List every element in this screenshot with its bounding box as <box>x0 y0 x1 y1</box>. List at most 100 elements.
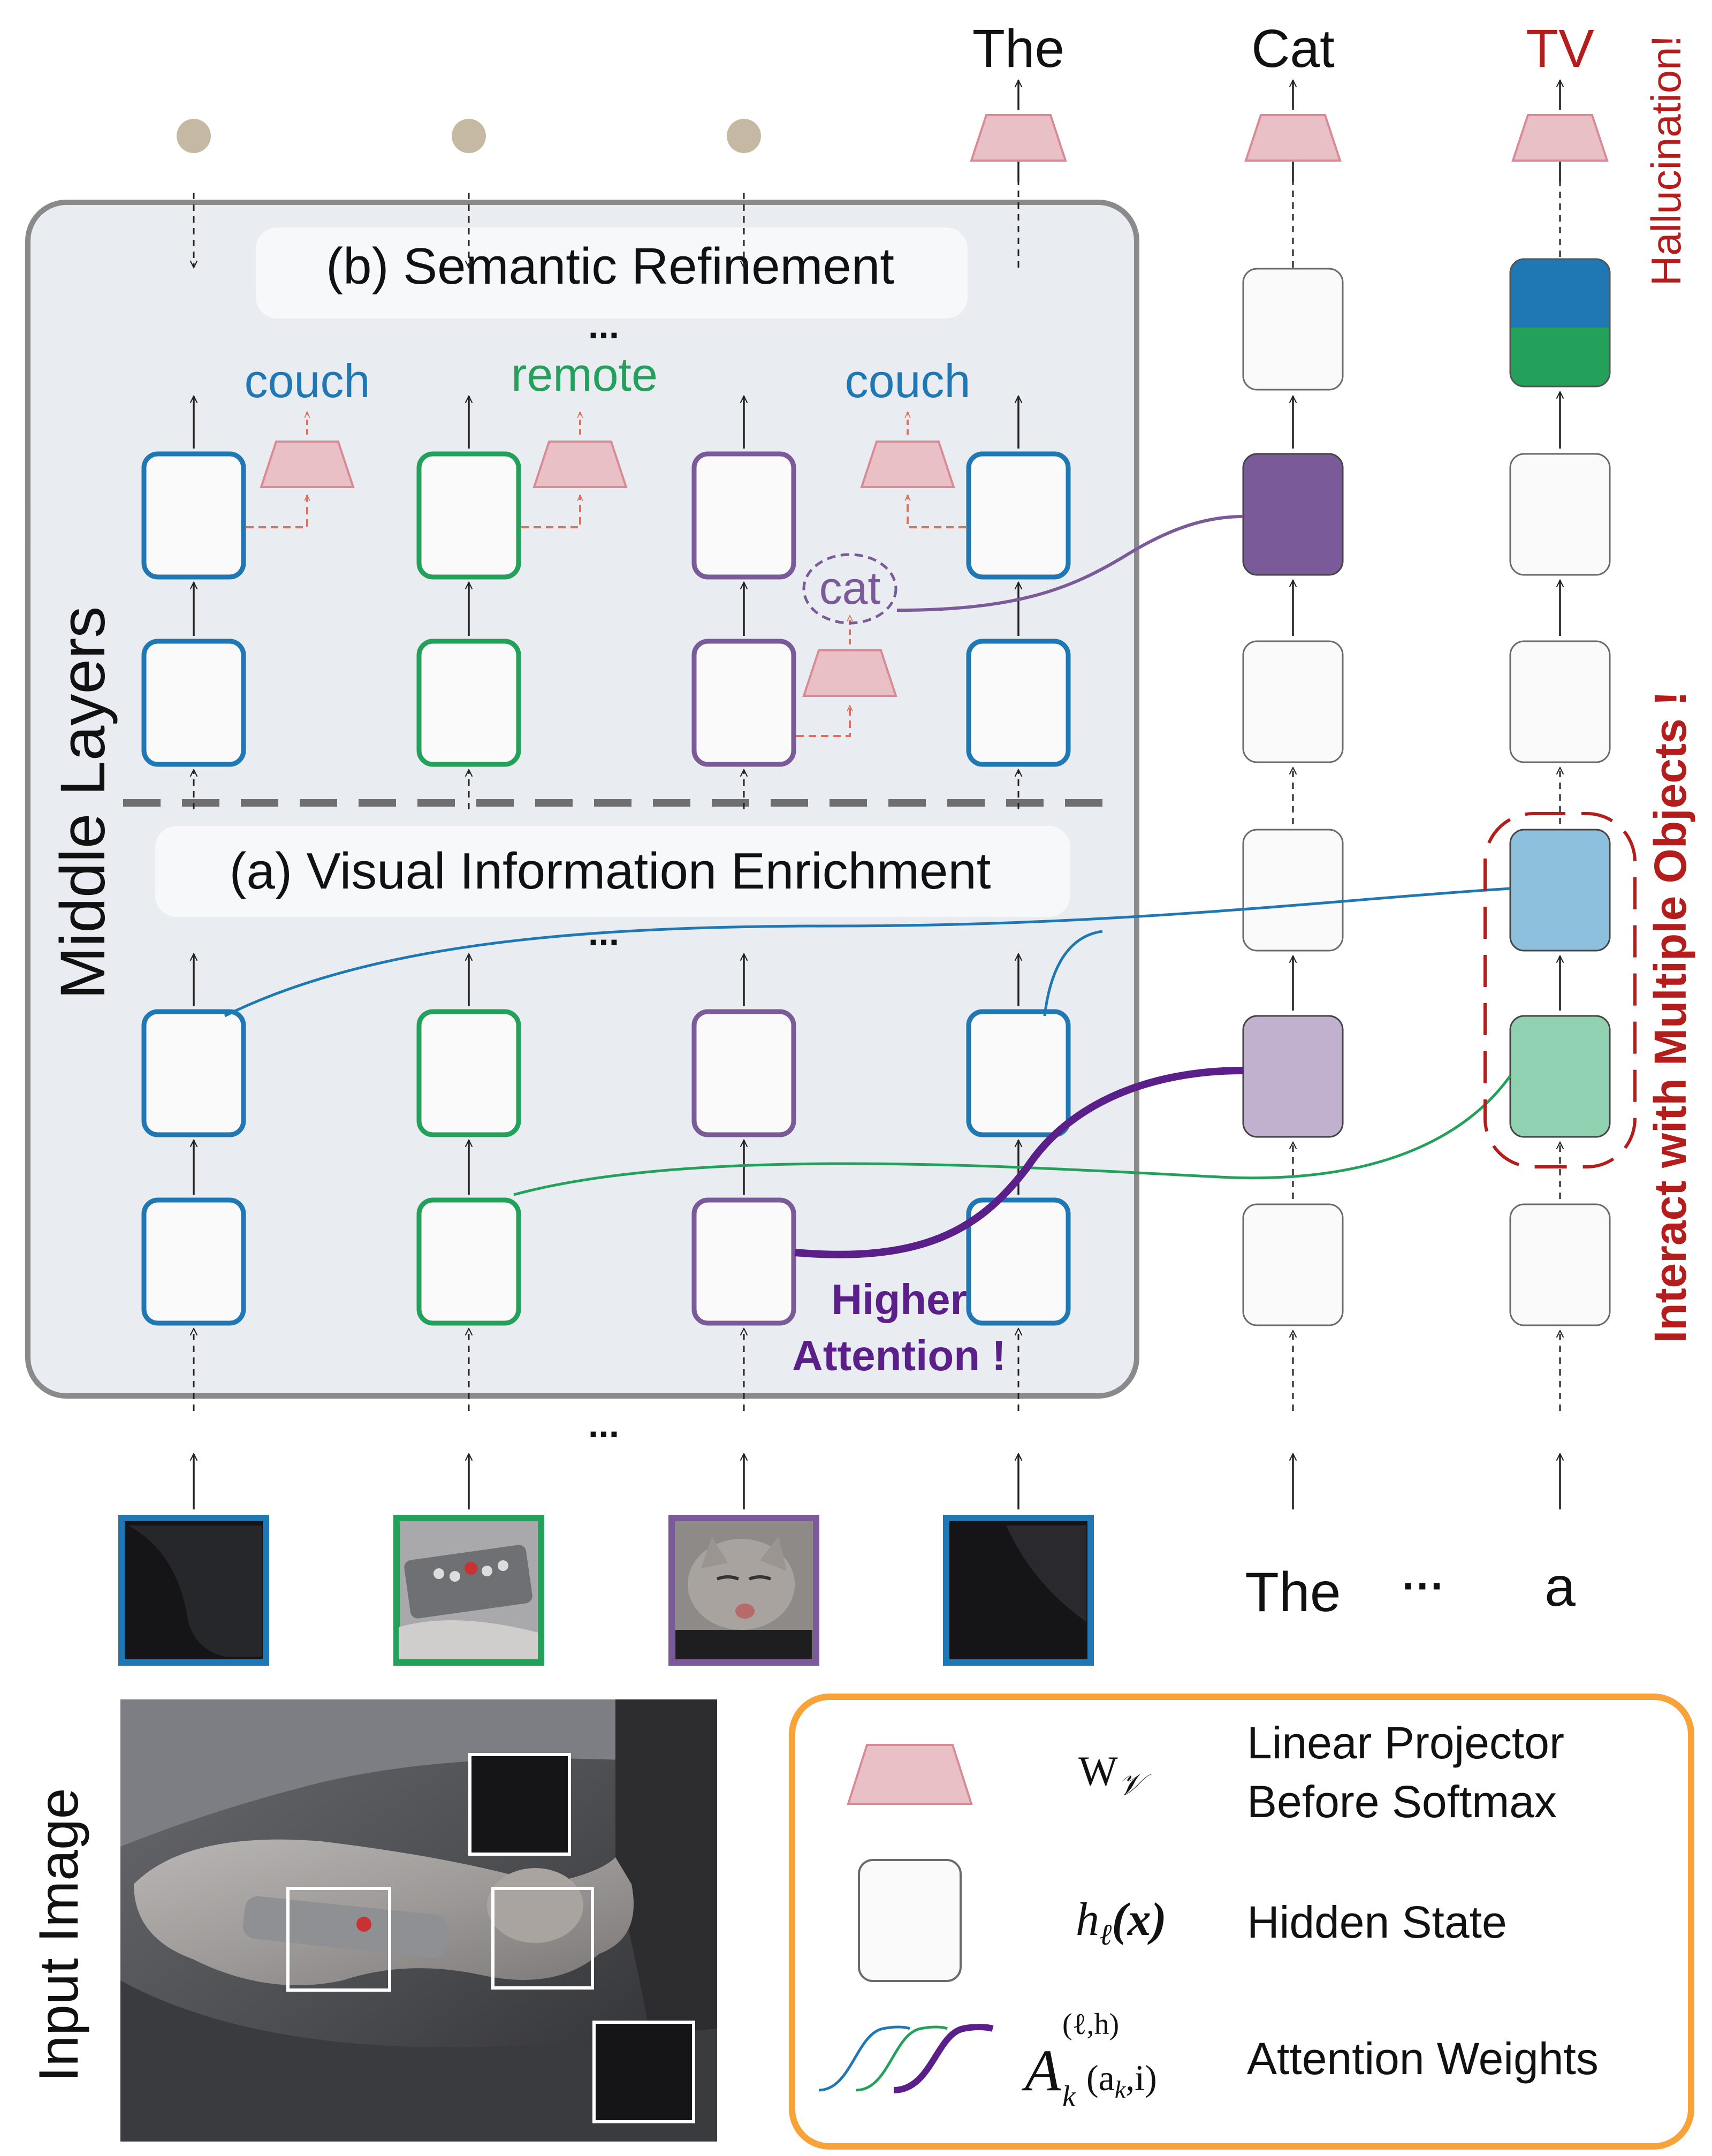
semantic-refinement-bubble <box>256 227 968 318</box>
hidden-state-box <box>416 1197 521 1326</box>
projector-trapezoid <box>1511 114 1609 162</box>
output-word-tv: TV <box>1526 19 1594 79</box>
hidden-state-box <box>966 451 1071 580</box>
hidden-state-box <box>416 1009 521 1137</box>
projector-trapezoid <box>860 441 955 488</box>
legend-attention-sub: k <box>1062 2080 1076 2113</box>
ellipsis-inputs: ... <box>588 1403 619 1445</box>
legend-attention-desc: Attention Weights <box>1247 2033 1599 2084</box>
hidden-state-box <box>1242 640 1344 763</box>
hidden-state-box <box>141 1009 246 1137</box>
legend-projector-icon <box>847 1744 973 1805</box>
attention-blue-to-lightblue <box>224 887 1511 1018</box>
hidden-state-box <box>1509 640 1611 763</box>
token-dot <box>727 119 761 153</box>
projector-trapezoid <box>970 114 1067 162</box>
attention-purple-strong <box>794 1067 1244 1258</box>
hidden-state-box <box>966 1197 1071 1326</box>
hidden-state-box <box>1242 1203 1344 1326</box>
patch-dark-1 <box>118 1515 269 1666</box>
input-image <box>120 1699 717 2142</box>
legend-hidden-symbol: hℓ(x) <box>1076 1894 1167 1952</box>
visual-enrichment-title: (a) Visual Information Enrichment <box>230 842 991 900</box>
legend-box <box>789 1694 1694 2150</box>
patch-cat-face <box>668 1515 819 1666</box>
hidden-state-box <box>141 1197 246 1326</box>
hidden-state-box <box>691 451 796 580</box>
middle-layers-label: Middle Layers <box>48 606 118 1000</box>
hidden-state-box <box>1509 1203 1611 1326</box>
hidden-state-box <box>691 1009 796 1137</box>
patch-remote <box>393 1515 544 1666</box>
projector-trapezoid <box>1244 114 1342 162</box>
legend-attention-arg: (ak,i) <box>1086 2058 1157 2103</box>
column-f <box>1509 80 1611 1509</box>
legend-attention-sup: (ℓ,h) <box>1062 2008 1119 2041</box>
region-box <box>491 1887 594 1990</box>
interact-label: Interact with Multiple Objects ! <box>1645 691 1695 1343</box>
legend-projector-desc-1: Linear Projector <box>1247 1718 1564 1768</box>
legend-hidden-state: hℓ(x) Hidden State <box>858 1859 1507 1982</box>
hidden-state-box <box>966 1009 1071 1137</box>
hidden-state-box <box>691 639 796 767</box>
higher-attention-line1: Higher <box>831 1276 967 1323</box>
cat-circle <box>802 553 897 625</box>
hidden-state-box <box>966 639 1071 767</box>
output-word-the: The <box>972 19 1064 79</box>
region-box <box>286 1887 391 1992</box>
output-word-cat: Cat <box>1251 19 1335 79</box>
hidden-state-box-light-green <box>1509 1015 1611 1138</box>
hidden-state-box <box>416 639 521 767</box>
word-couch-2: couch <box>845 354 971 407</box>
attention-cat-to-purple <box>896 515 1244 612</box>
column-d <box>943 80 1094 1666</box>
legend-attention-green <box>856 2025 948 2092</box>
hidden-state-box <box>141 639 246 767</box>
cat-word: cat <box>819 563 881 614</box>
higher-attention-line2: Attention ! <box>792 1332 1006 1379</box>
input-image-label: Input Image <box>28 1788 90 2082</box>
column-a <box>118 119 269 1666</box>
projector-trapezoid <box>260 441 355 488</box>
legend-projector: W𝒱 Linear Projector Before Softmax <box>847 1718 1564 1827</box>
patch-dark-2 <box>943 1515 1094 1666</box>
hidden-state-box <box>1242 829 1344 952</box>
word-remote: remote <box>511 348 658 401</box>
ellipsis-semantic: ... <box>588 305 619 346</box>
attention-green-to-lightgreen <box>513 1075 1512 1196</box>
token-dot <box>177 119 211 153</box>
column-c <box>668 119 819 1666</box>
visual-enrichment-bubble <box>155 826 1070 917</box>
word-couch-1: couch <box>245 354 370 407</box>
hidden-state-box-light-blue <box>1509 829 1611 952</box>
middle-layers-text: Middle Layers <box>48 606 118 1000</box>
legend-attention-symbol: A <box>1021 2038 1061 2103</box>
legend-attention-blue <box>818 2025 910 2092</box>
legend-projector-desc-2: Before Softmax <box>1247 1777 1557 1827</box>
attention-blue-branch <box>1043 930 1103 1016</box>
hidden-state-box <box>1242 268 1344 391</box>
hidden-state-box <box>1509 453 1611 576</box>
semantic-refinement-title: (b) Semantic Refinement <box>326 238 894 295</box>
legend-hidden-state-icon <box>858 1859 962 1982</box>
region-box <box>468 1753 571 1856</box>
legend-hidden-desc: Hidden State <box>1247 1897 1507 1947</box>
hallucination-label: Hallucination! <box>1642 35 1690 286</box>
token-ellipsis: ··· <box>1402 1562 1445 1610</box>
column-b <box>393 119 544 1666</box>
multi-object-highlight <box>1483 812 1637 1168</box>
hidden-state-box <box>416 451 521 580</box>
hidden-state-box-purple <box>1242 453 1344 576</box>
hidden-state-box <box>141 451 246 580</box>
column-e <box>1242 80 1344 1509</box>
hidden-state-box-light-purple <box>1242 1015 1344 1138</box>
attention-curves <box>224 515 1512 1258</box>
token-a: a <box>1544 1556 1576 1618</box>
token-dot <box>452 119 486 153</box>
hidden-state-box <box>691 1197 796 1326</box>
projector-trapezoid <box>532 441 628 488</box>
legend-attention-purple <box>893 2024 994 2093</box>
region-box <box>592 2021 695 2123</box>
projector-trapezoid <box>802 649 897 697</box>
